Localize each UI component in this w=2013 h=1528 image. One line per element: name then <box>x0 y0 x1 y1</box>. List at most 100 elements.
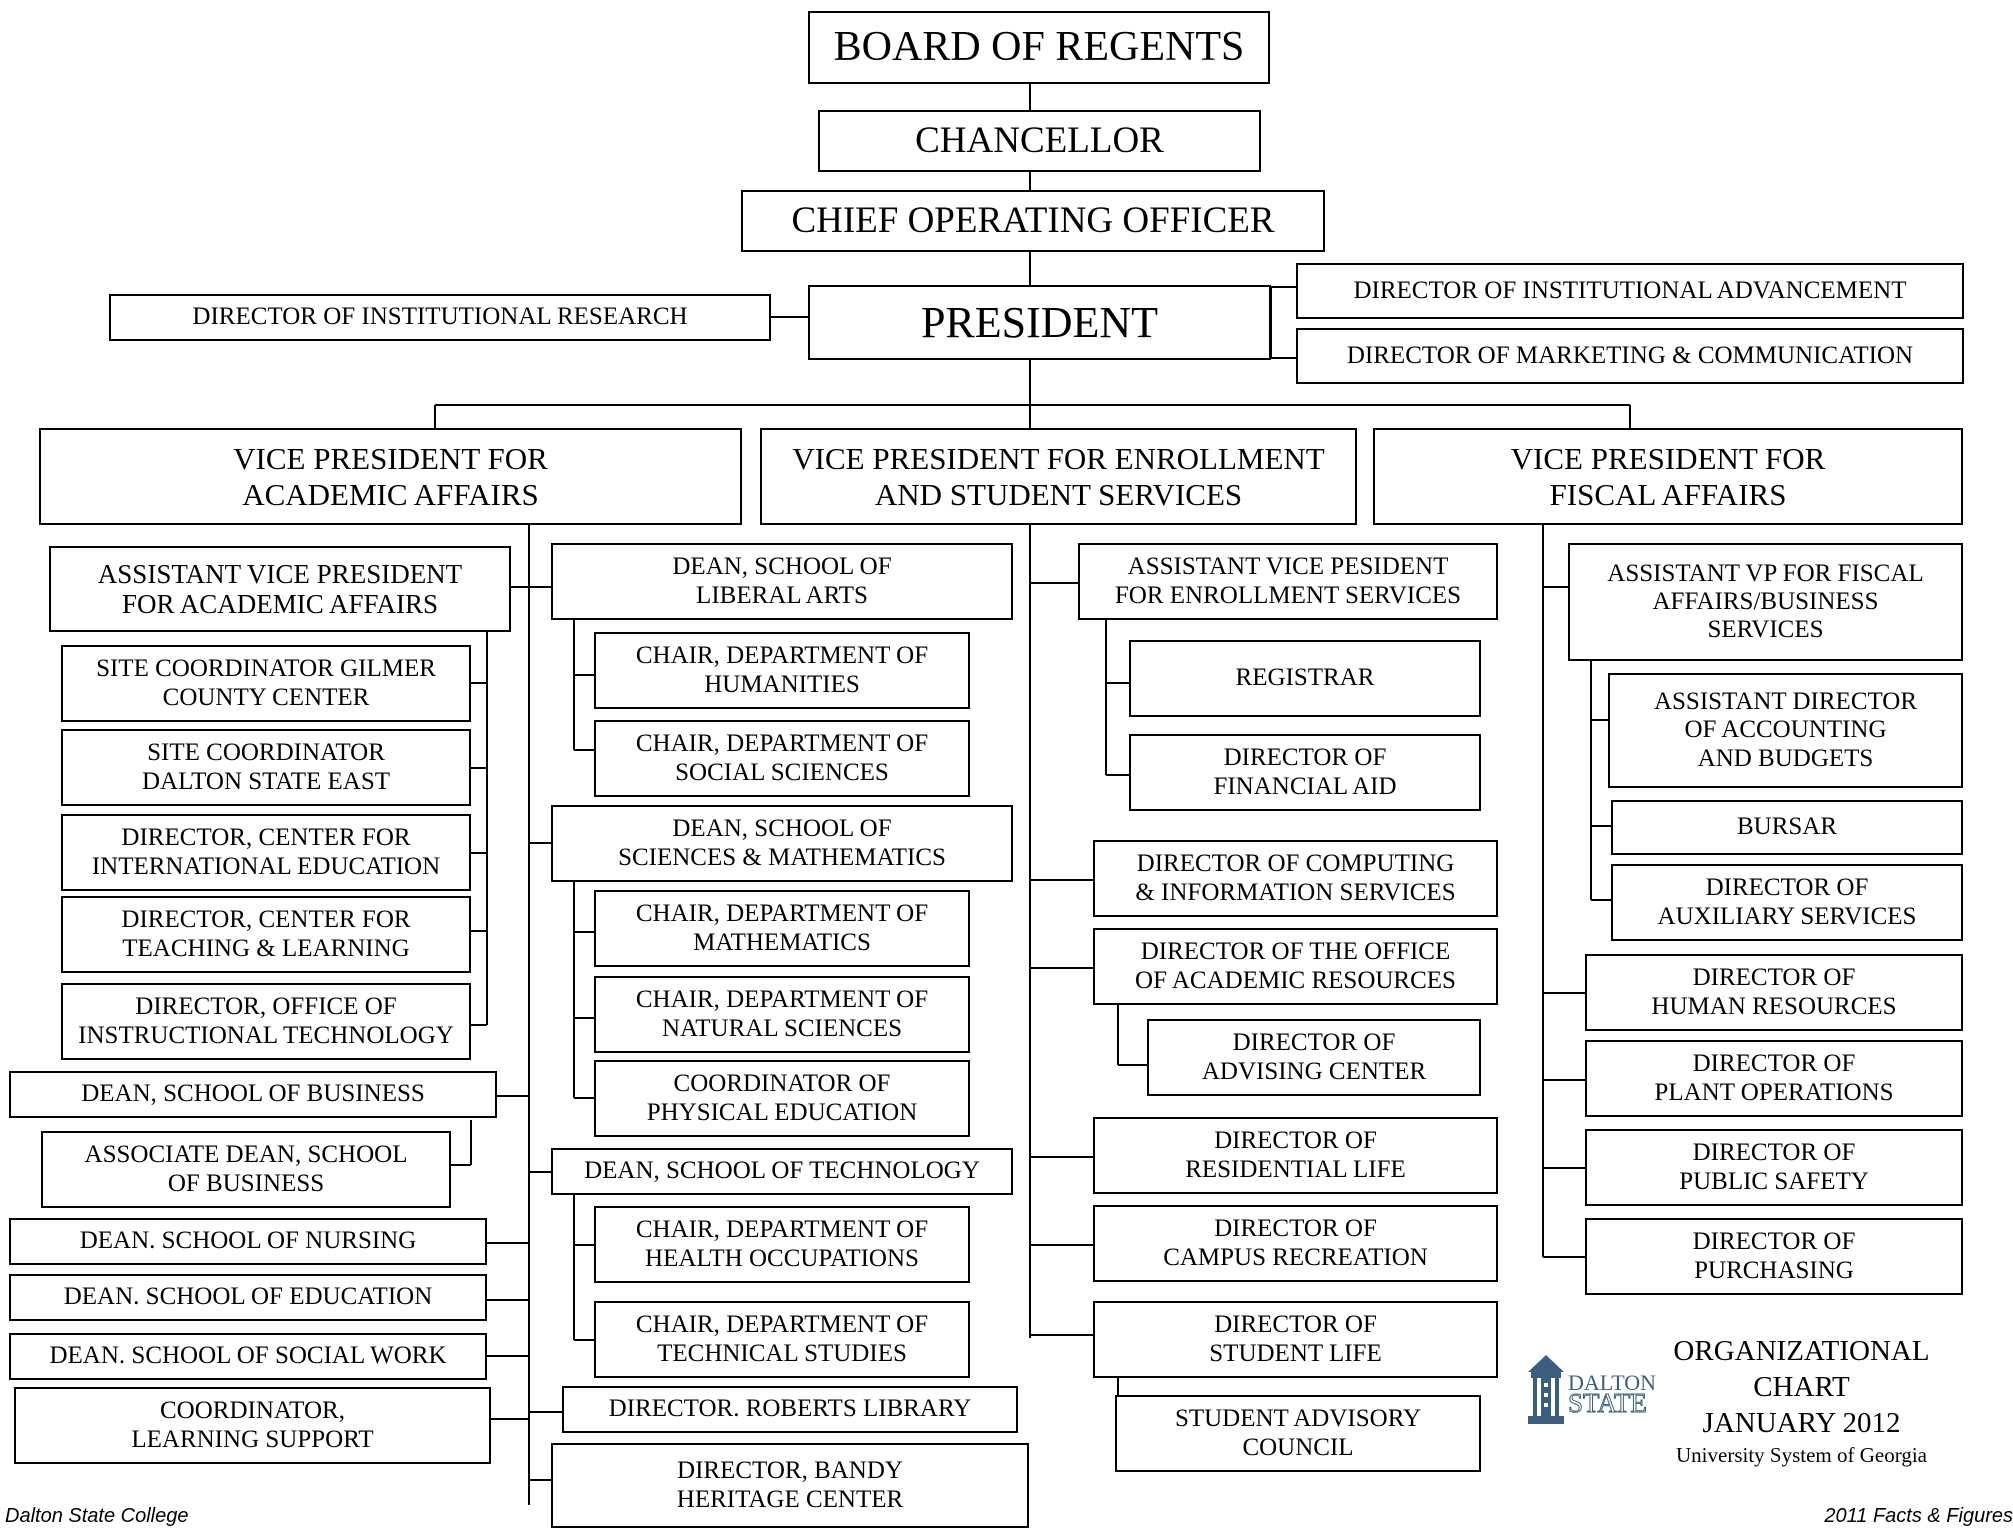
chancellor-label-line-1: CHANCELLOR <box>915 120 1164 162</box>
chief-operating-officer-label-line-1: CHIEF OPERATING OFFICER <box>791 200 1275 242</box>
coordinator-physical-education-label-line-1: COORDINATOR OF <box>673 1070 891 1098</box>
avp-fiscal-affairs-label-line-1: ASSISTANT VP FOR FISCAL <box>1607 559 1924 587</box>
coordinator-learning-support-box: COORDINATOR,LEARNING SUPPORT <box>14 1387 491 1464</box>
director-residential-life-label-line-2: RESIDENTIAL LIFE <box>1185 1155 1406 1183</box>
assistant-director-accounting-label-line-3: AND BUDGETS <box>1697 744 1874 772</box>
dean-sciences-mathematics-label-line-1: DEAN, SCHOOL OF <box>672 815 892 843</box>
chair-health-occupations-label-line-2: HEALTH OCCUPATIONS <box>645 1244 919 1272</box>
director-instructional-technology-label-line-2: INSTRUCTIONAL TECHNOLOGY <box>78 1021 454 1049</box>
registrar-label-line-1: REGISTRAR <box>1235 664 1375 692</box>
site-coordinator-gilmer-label-line-1: SITE COORDINATOR GILMER <box>96 655 436 683</box>
director-financial-aid-label-line-2: FINANCIAL AID <box>1213 772 1397 800</box>
chair-technical-studies-label-line-2: TECHNICAL STUDIES <box>657 1339 907 1367</box>
dean-school-of-business-label-line-1: DEAN, SCHOOL OF BUSINESS <box>81 1080 425 1108</box>
org-chart: ORGANIZATIONAL CHART JANUARY 2012 Univer… <box>5 11 2013 1528</box>
dean-school-of-business-box: DEAN, SCHOOL OF BUSINESS <box>9 1071 497 1118</box>
director-residential-life-label-line-1: DIRECTOR OF <box>1214 1127 1377 1155</box>
chart-title-line-3: JANUARY 2012 <box>1702 1407 1901 1439</box>
director-bandy-heritage-center-label-line-2: HERITAGE CENTER <box>676 1485 904 1513</box>
director-financial-aid-label-line-1: DIRECTOR OF <box>1223 744 1387 772</box>
student-advisory-council-label-line-2: COUNCIL <box>1242 1433 1354 1461</box>
chair-humanities-label-line-2: HUMANITIES <box>704 670 860 698</box>
dean-school-of-technology-label-line-1: DEAN, SCHOOL OF TECHNOLOGY <box>584 1157 980 1185</box>
assistant-director-accounting-label-line-2: OF ACCOUNTING <box>1684 716 1887 744</box>
footer-left: Dalton State College <box>5 1505 189 1527</box>
avp-enrollment-services-label-line-2: FOR ENROLLMENT SERVICES <box>1114 581 1462 609</box>
registrar-box: REGISTRAR <box>1129 640 1481 717</box>
director-teaching-learning-label-line-1: DIRECTOR, CENTER FOR <box>121 906 411 934</box>
chair-social-sciences-label-line-1: CHAIR, DEPARTMENT OF <box>635 730 929 758</box>
director-purchasing-label-line-2: PURCHASING <box>1694 1256 1854 1284</box>
vp-enrollment-student-services-label-line-2: AND STUDENT SERVICES <box>874 476 1243 512</box>
dean-school-of-education-label-line-1: DEAN. SCHOOL OF EDUCATION <box>63 1283 433 1311</box>
vp-academic-affairs-label-line-1: VICE PRESIDENT FOR <box>233 441 548 477</box>
chart-title-line-4: University System of Georgia <box>1676 1443 1927 1467</box>
avp-fiscal-affairs-label-line-2: AFFAIRS/BUSINESS <box>1652 587 1879 615</box>
director-teaching-learning-label-line-2: TEACHING & LEARNING <box>122 934 410 962</box>
logo-text-state: STATE <box>1568 1388 1647 1418</box>
dean-liberal-arts-label-line-2: LIBERAL ARTS <box>696 581 868 609</box>
student-advisory-council-label-line-1: STUDENT ADVISORY <box>1174 1405 1422 1433</box>
director-computing-information-label-line-2: & INFORMATION SERVICES <box>1135 878 1456 906</box>
vp-academic-affairs-label-line-2: ACADEMIC AFFAIRS <box>242 476 539 512</box>
coordinator-physical-education-label-line-2: PHYSICAL EDUCATION <box>646 1098 918 1126</box>
connector-lines <box>434 84 1631 1505</box>
director-roberts-library-box: DIRECTOR. ROBERTS LIBRARY <box>562 1386 1018 1433</box>
dean-school-of-education-box: DEAN. SCHOOL OF EDUCATION <box>9 1274 487 1321</box>
director-roberts-library-label-line-1: DIRECTOR. ROBERTS LIBRARY <box>608 1395 972 1423</box>
director-human-resources-label-line-2: HUMAN RESOURCES <box>1651 992 1897 1020</box>
avp-academic-affairs-label-line-1: ASSISTANT VICE PRESIDENT <box>97 558 463 589</box>
board-of-regents-label-line-1: BOARD OF REGENTS <box>833 23 1245 70</box>
director-marketing-communication-box: DIRECTOR OF MARKETING & COMMUNICATION <box>1296 328 1964 384</box>
bursar-label-line-1: BURSAR <box>1736 813 1838 841</box>
chair-technical-studies-label-line-1: CHAIR, DEPARTMENT OF <box>635 1311 929 1339</box>
director-marketing-communication-label-line-1: DIRECTOR OF MARKETING & COMMUNICATION <box>1346 341 1914 369</box>
director-instructional-technology-label-line-1: DIRECTOR, OFFICE OF <box>135 993 397 1021</box>
director-campus-recreation-label-line-1: DIRECTOR OF <box>1214 1215 1377 1243</box>
avp-fiscal-affairs-label-line-3: SERVICES <box>1707 616 1824 644</box>
dean-school-of-nursing-label-line-1: DEAN. SCHOOL OF NURSING <box>79 1227 417 1255</box>
chair-mathematics-label-line-1: CHAIR, DEPARTMENT OF <box>635 900 929 928</box>
director-auxiliary-services-label-line-1: DIRECTOR OF <box>1705 874 1869 902</box>
director-public-safety-label-line-2: PUBLIC SAFETY <box>1679 1167 1869 1195</box>
logo-text-dalton: DALTON <box>1568 1370 1656 1395</box>
dalton-state-logo: DALTON STATE <box>1528 1355 1656 1424</box>
chief-operating-officer-box: CHIEF OPERATING OFFICER <box>741 190 1325 252</box>
chart-title-line-2: CHART <box>1753 1371 1850 1403</box>
chair-health-occupations-label-line-1: CHAIR, DEPARTMENT OF <box>635 1216 929 1244</box>
chair-natural-sciences-label-line-2: NATURAL SCIENCES <box>661 1014 903 1042</box>
director-advising-center-label-line-2: ADVISING CENTER <box>1201 1057 1427 1085</box>
dean-liberal-arts-label-line-1: DEAN, SCHOOL OF <box>672 553 892 581</box>
coordinator-learning-support-label-line-1: COORDINATOR, <box>160 1397 345 1425</box>
director-international-education-label-line-1: DIRECTOR, CENTER FOR <box>121 824 411 852</box>
associate-dean-business-label-line-1: ASSOCIATE DEAN, SCHOOL <box>84 1141 408 1169</box>
site-coordinator-east-label-line-1: SITE COORDINATOR <box>147 739 385 767</box>
director-academic-resources-label-line-1: DIRECTOR OF THE OFFICE <box>1140 938 1451 966</box>
chair-mathematics-label-line-2: MATHEMATICS <box>693 928 871 956</box>
footer-right: 2011 Facts & Figures <box>1824 1505 2013 1527</box>
chair-natural-sciences-label-line-1: CHAIR, DEPARTMENT OF <box>635 986 929 1014</box>
director-bandy-heritage-center-label-line-1: DIRECTOR, BANDY <box>677 1457 903 1485</box>
director-computing-information-box: DIRECTOR OF COMPUTING& INFORMATION SERVI… <box>1093 840 1498 917</box>
director-computing-information-label-line-1: DIRECTOR OF COMPUTING <box>1136 850 1455 878</box>
president-box: PRESIDENT <box>808 285 1271 360</box>
